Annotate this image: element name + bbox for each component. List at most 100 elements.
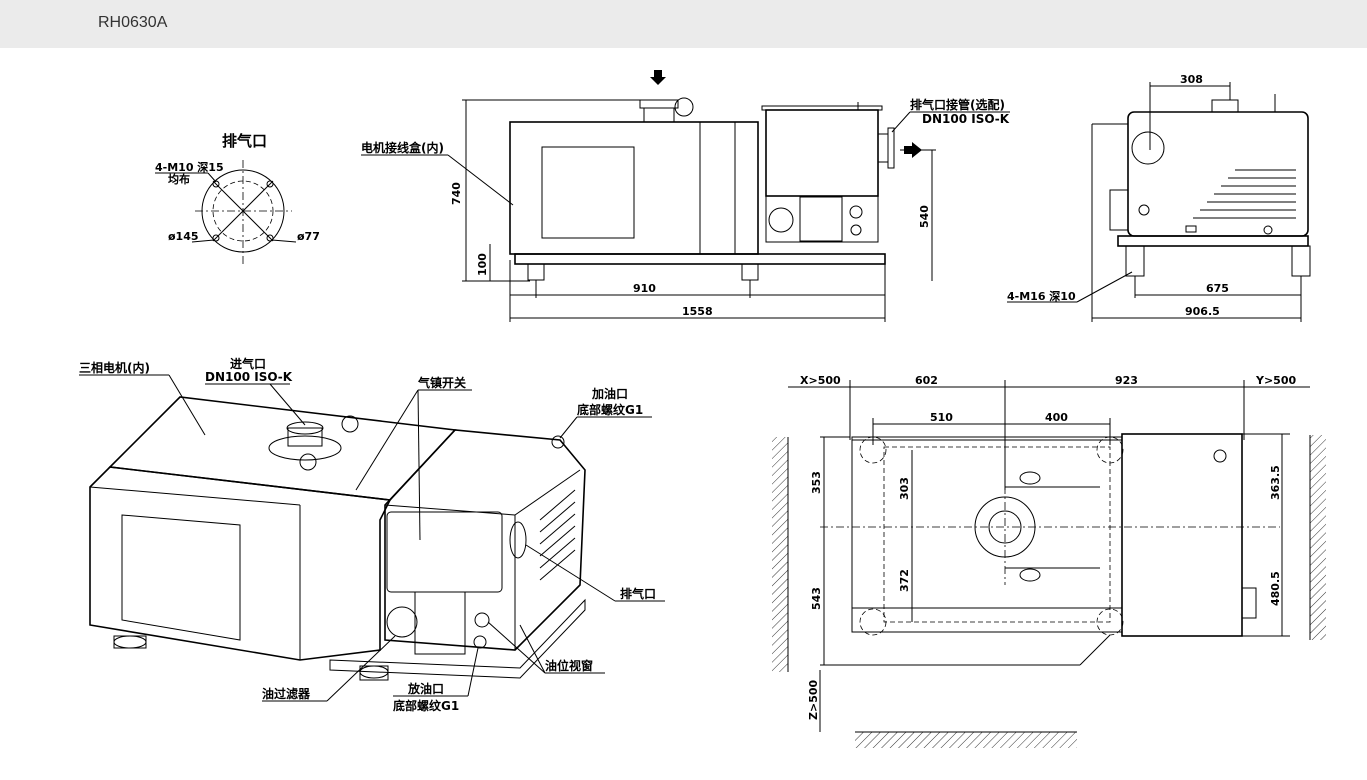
pump-edge xyxy=(514,469,581,516)
oil-filter-label: 油过滤器 xyxy=(262,686,311,701)
dim-510: 510 xyxy=(930,411,953,424)
lifting-eye xyxy=(674,97,694,117)
inlet-base xyxy=(268,435,342,461)
side-port xyxy=(1263,225,1273,235)
plan-foot xyxy=(859,608,887,636)
oil-fill-cap xyxy=(551,435,565,449)
dim-side-foot-span: 675 xyxy=(1206,282,1229,295)
pump-edge xyxy=(384,504,516,516)
inlet-label: 进气口 xyxy=(230,356,266,371)
dim-width: 906.5 xyxy=(1185,305,1220,318)
plan-foot xyxy=(1096,436,1124,464)
pump-body-iso xyxy=(384,429,586,651)
ext-leader xyxy=(1079,634,1111,666)
wall-right xyxy=(1310,435,1326,640)
ballast-leader xyxy=(417,389,421,541)
sight-glass-front xyxy=(849,205,863,219)
bolt-leader xyxy=(207,172,217,183)
fin xyxy=(539,489,576,521)
base-iso xyxy=(329,598,586,679)
oil-filter-iso xyxy=(386,606,418,638)
side-motor-edge xyxy=(1109,189,1129,231)
bolt-hole xyxy=(266,234,274,242)
shroud-edge xyxy=(89,486,301,506)
pump-body xyxy=(765,109,879,197)
dim-exhaust-height: 540 xyxy=(918,205,931,228)
iso-view: 三相电机(内) 进气口 DN100 ISO-K 气镇开关 加油口 底部螺纹G1 xyxy=(79,356,665,713)
fin xyxy=(539,513,576,545)
dim-foot-span: 910 xyxy=(633,282,656,295)
flange-detail: 排气口 4-M10 深15 均布 ø145 ø77 xyxy=(155,132,320,265)
motor-shroud xyxy=(89,466,392,661)
pump-lower-panel xyxy=(414,591,466,655)
exhaust-leader xyxy=(525,544,616,602)
dim-400: 400 xyxy=(1045,411,1068,424)
lifting-eye xyxy=(341,415,359,433)
base-frame xyxy=(514,253,886,265)
dim-353: 353 xyxy=(810,471,823,494)
flange-bolt-note: 4-M10 深15 xyxy=(155,160,224,174)
plan-oil-cap xyxy=(1213,449,1227,463)
exhaust-flange xyxy=(887,127,895,169)
pump-top xyxy=(761,105,883,111)
sight-glass-iso xyxy=(474,612,490,628)
motor-window xyxy=(541,146,635,239)
dim-543: 543 xyxy=(810,587,823,610)
inlet-flange xyxy=(639,99,679,109)
flange-title: 排气口 xyxy=(222,132,267,150)
foot-iso xyxy=(113,635,147,649)
title-bar: RH0630A xyxy=(0,0,1367,48)
side-view: 308 4-M16 深10 675 906.5 xyxy=(1007,73,1311,322)
flange-dia-outer: ø145 xyxy=(168,230,199,243)
sight-leader xyxy=(487,621,546,674)
exhaust-leader xyxy=(891,111,911,133)
wall-bottom xyxy=(855,732,1077,748)
inlet-neck xyxy=(287,427,323,447)
flange-bolt-note-2: 均布 xyxy=(168,172,190,186)
technical-drawing: 排气口 4-M10 深15 均布 ø145 ø77 电机接线盒(内) xyxy=(79,70,1326,748)
side-inlet xyxy=(1211,99,1239,113)
plan-motor xyxy=(851,436,1123,633)
pump-lower xyxy=(765,195,879,243)
inlet-leader xyxy=(269,383,306,426)
side-exhaust xyxy=(1131,131,1165,165)
plan-inlet-bore xyxy=(988,510,1022,544)
front-view: 电机接线盒(内) 排气口接管(选配) DN100 ISO-K xyxy=(361,70,1010,322)
fin xyxy=(539,501,576,533)
oil-fill-label: 加油口 xyxy=(591,386,628,401)
inlet-spec: DN100 ISO-K xyxy=(205,370,293,384)
motor-leader xyxy=(168,374,206,436)
plan-foot xyxy=(859,436,887,464)
drain-front xyxy=(850,224,862,236)
clear-x: X>500 xyxy=(800,374,841,387)
fin xyxy=(539,525,576,557)
bolt-hole xyxy=(266,180,274,188)
oil-fill-leader xyxy=(559,416,578,439)
pump-panel xyxy=(799,196,843,242)
drain-iso xyxy=(473,635,487,649)
drain-spec: 底部螺纹G1 xyxy=(393,698,459,713)
front-foot xyxy=(527,263,545,281)
dim-602: 602 xyxy=(915,374,938,387)
bolt-hole xyxy=(212,234,220,242)
pump-panel-iso xyxy=(386,511,503,593)
clear-z: Z>500 xyxy=(807,679,820,720)
model-title: RH0630A xyxy=(98,14,168,31)
dim-923: 923 xyxy=(1115,374,1138,387)
sight-leader xyxy=(519,624,546,674)
plan-eyebolt xyxy=(1019,568,1041,582)
oil-filter-front xyxy=(768,207,794,233)
exhaust-pipe-spec: DN100 ISO-K xyxy=(922,112,1010,126)
flange-dia-inner: ø77 xyxy=(297,230,320,243)
dia-leader xyxy=(271,239,297,243)
side-sight-glass xyxy=(1138,204,1150,216)
side-foot xyxy=(1291,245,1311,277)
exhaust-pipe-label: 排气口接管(选配) xyxy=(910,97,1005,112)
sight-glass-label: 油位视窗 xyxy=(545,658,593,673)
inlet-port xyxy=(643,107,675,123)
plan-exhaust xyxy=(1241,587,1257,619)
plan-view: X>500 Y>500 Z>500 602 923 510 400 xyxy=(772,374,1326,748)
side-foot xyxy=(1125,245,1145,277)
foot-iso xyxy=(113,635,147,649)
flange-diag-2 xyxy=(212,180,274,242)
